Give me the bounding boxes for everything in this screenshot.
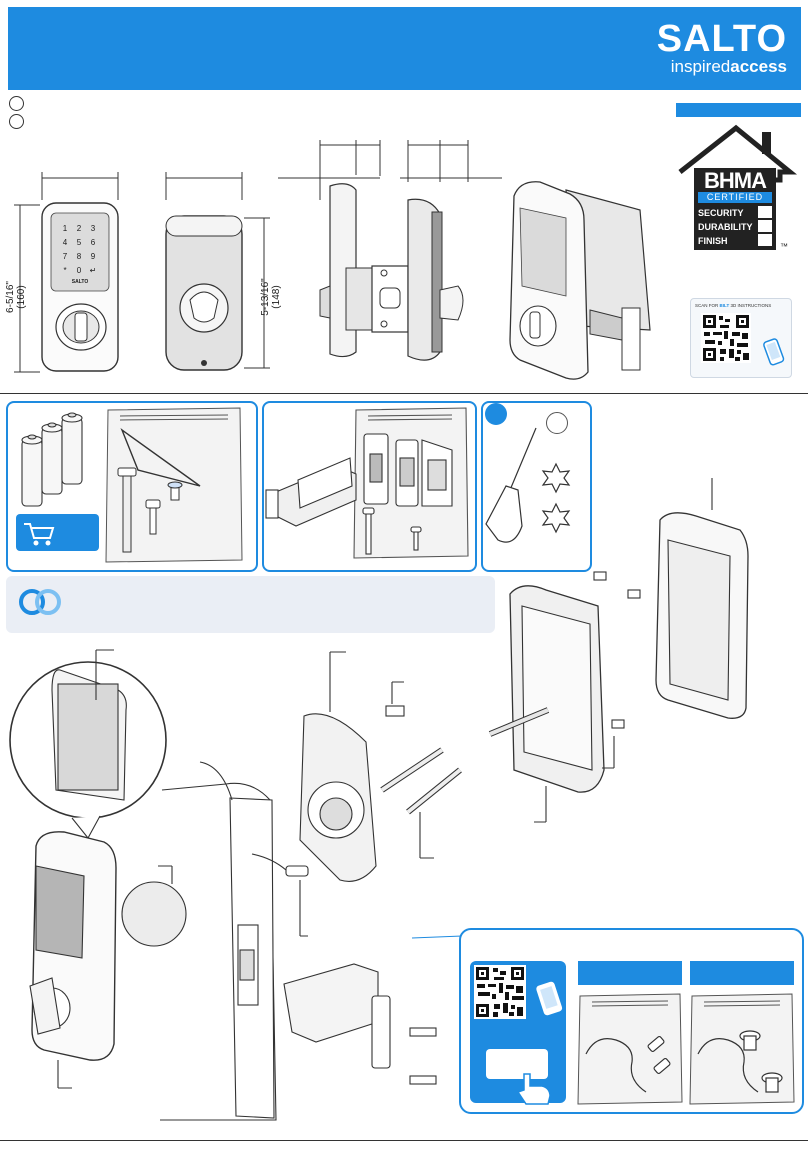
brand-tagline: inspiredaccess [657, 57, 787, 77]
section-divider [0, 393, 808, 394]
key-1: 1 [62, 224, 68, 233]
trademark: ™ [780, 242, 788, 251]
brand-name: SALTO [656, 18, 787, 60]
key-star: * [63, 266, 67, 275]
grade-box-security [758, 206, 772, 218]
notice-banner [6, 576, 495, 633]
scan-highlight: BILT [719, 303, 730, 308]
kit-header-2 [690, 961, 794, 985]
key-9: 9 [90, 252, 96, 261]
language-marker-2 [9, 114, 24, 129]
scan-caption: SCAN FOR BILT 3D INSTRUCTIONS [695, 303, 771, 308]
interior-back-view [165, 215, 243, 371]
link-icon [19, 589, 61, 615]
key-6: 6 [90, 238, 96, 247]
battery-icons [21, 412, 83, 507]
tagline-bold: access [730, 57, 787, 76]
tools-panel [481, 401, 592, 572]
qr-code-icon [474, 965, 563, 1019]
tagline-light: inspired [670, 57, 731, 76]
key-8: 8 [76, 252, 82, 261]
pointing-hand-icon [516, 1073, 551, 1105]
phone-outline [763, 338, 785, 366]
footer-divider [0, 1140, 808, 1141]
scan-3d-instructions-card[interactable]: SCAN FOR BILT 3D INSTRUCTIONS [690, 298, 792, 378]
key-5: 5 [76, 238, 82, 247]
smartphone-icon [536, 981, 563, 1016]
brand-header: SALTO inspiredaccess [8, 7, 801, 90]
kit-header-1 [578, 961, 682, 985]
grade-durability: DURABILITY [698, 222, 753, 232]
key-3: 3 [90, 224, 96, 233]
key-0: 0 [76, 266, 82, 275]
grade-list: SECURITY DURABILITY FINISH [698, 206, 756, 248]
qr-code-icon [701, 313, 785, 366]
grade-security: SECURITY [698, 208, 744, 218]
latch-hardware [265, 407, 469, 559]
shopping-cart-icon[interactable] [16, 514, 99, 551]
grade-finish: FINISH [698, 236, 728, 246]
app-qr-card[interactable] [470, 961, 566, 1103]
app-button[interactable] [486, 1049, 548, 1079]
language-marker-1 [9, 96, 24, 111]
grade-box-finish [758, 234, 772, 246]
bhma-certified-badge: BHMA CERTIFIED SECURITY DURABILITY FINIS… [676, 124, 798, 256]
grade-box-durability [758, 220, 772, 232]
torx-bit-icon [541, 462, 571, 534]
step-indicator-filled [485, 403, 507, 425]
hardware-bag-1 [105, 407, 243, 563]
side-view-exterior [319, 183, 409, 358]
section-tab [676, 103, 801, 117]
scan-prefix: SCAN FOR [695, 303, 719, 308]
lock-3d-view [509, 181, 651, 380]
contents-illustrations [21, 407, 571, 563]
step-indicator-outline [546, 412, 568, 434]
key-7: 7 [62, 252, 68, 261]
side-view-interior [407, 198, 464, 361]
product-views [14, 140, 651, 380]
brand-logo: SALTO inspiredaccess [656, 18, 787, 77]
key-2: 2 [76, 224, 82, 233]
certified-label: CERTIFIED [698, 192, 772, 203]
keypad-front-view [41, 202, 119, 372]
key-4: 4 [62, 238, 68, 247]
key-enter: ↵ [89, 266, 97, 275]
keypad-logo: SALTO [71, 279, 89, 285]
phillips-screwdriver-icon [485, 427, 537, 543]
bhma-logo: BHMA [704, 168, 767, 193]
scan-suffix: 3D INSTRUCTIONS [730, 303, 772, 308]
keypad-grid: 1 2 3 4 5 6 7 8 9 * 0 ↵ SALTO [58, 222, 102, 286]
